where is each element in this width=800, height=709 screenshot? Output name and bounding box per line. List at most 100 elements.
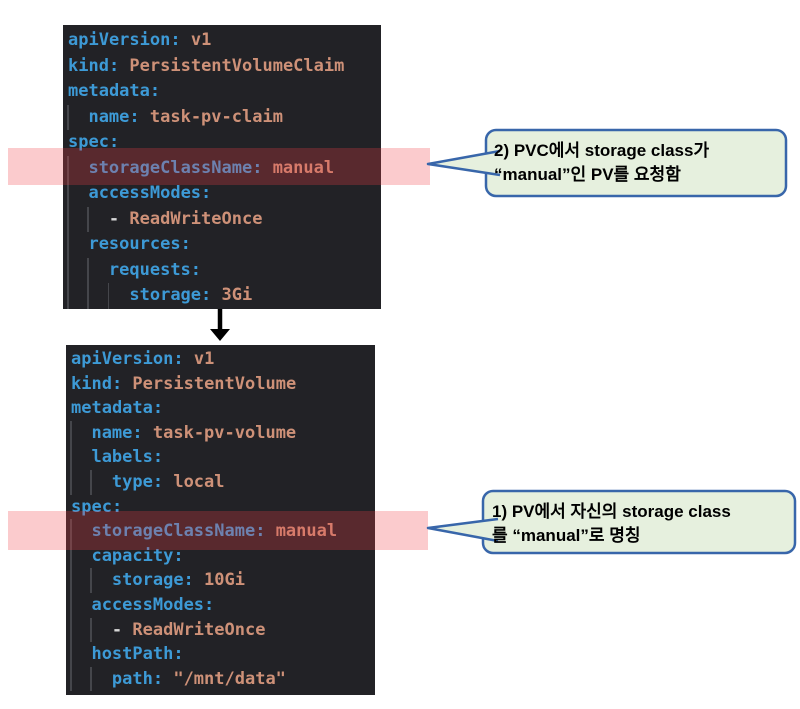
indent-guide bbox=[90, 666, 92, 692]
code-text: kind: PersistentVolumeClaim bbox=[63, 54, 344, 80]
yaml-key: capacity: bbox=[91, 545, 184, 566]
code-line: storageClassName: manual bbox=[66, 519, 375, 544]
indent-guide bbox=[70, 519, 72, 544]
code-text: apiVersion: v1 bbox=[66, 347, 214, 372]
code-text: name: task-pv-volume bbox=[66, 421, 296, 446]
yaml-key: resources: bbox=[88, 234, 191, 254]
indent-guide bbox=[70, 469, 72, 495]
code-line: labels: bbox=[66, 445, 375, 470]
code-text: storageClassName: manual bbox=[63, 156, 334, 182]
code-line: spec: bbox=[63, 130, 381, 156]
indent-guide bbox=[70, 543, 72, 569]
indent-guide bbox=[67, 206, 69, 232]
indent-guide bbox=[67, 181, 69, 207]
indent-guide bbox=[87, 206, 89, 232]
code-text: storage: 3Gi bbox=[63, 283, 252, 309]
indent-guide bbox=[90, 568, 92, 593]
code-line: type: local bbox=[66, 469, 375, 495]
code-text: - ReadWriteOnce bbox=[66, 618, 266, 643]
yaml-dash: - bbox=[111, 619, 123, 640]
yaml-key: storageClassName: bbox=[91, 521, 266, 542]
indent-guide bbox=[67, 155, 69, 181]
yaml-key: accessModes: bbox=[88, 183, 212, 203]
yaml-key: hostPath: bbox=[91, 644, 184, 665]
code-line: accessModes: bbox=[63, 181, 381, 207]
code-text: accessModes: bbox=[63, 181, 211, 207]
indent-guide bbox=[70, 568, 72, 593]
yaml-value: manual bbox=[265, 521, 338, 542]
yaml-value: ReadWriteOnce bbox=[122, 619, 266, 640]
code-text: path: "/mnt/data" bbox=[66, 667, 286, 692]
yaml-key: spec: bbox=[68, 132, 120, 152]
code-line: apiVersion: v1 bbox=[66, 347, 375, 372]
yaml-value: local bbox=[163, 471, 225, 492]
code-text: spec: bbox=[63, 130, 119, 156]
indent-guide bbox=[70, 420, 72, 446]
callout-text-pvc: 2) PVC에서 storage class가 “manual”인 PV를 요청… bbox=[494, 139, 709, 186]
code-line: name: task-pv-claim bbox=[63, 104, 381, 131]
yaml-key: apiVersion: bbox=[68, 30, 181, 50]
code-line: path: "/mnt/data" bbox=[66, 666, 375, 692]
code-line: kind: PersistentVolume bbox=[66, 372, 375, 397]
indent-guide bbox=[90, 617, 92, 643]
yaml-value: 10Gi bbox=[193, 570, 245, 591]
yaml-key: apiVersion: bbox=[71, 349, 184, 369]
callout-line: 2) PVC에서 storage class가 bbox=[494, 141, 710, 160]
indent-guide bbox=[70, 666, 72, 692]
code-text: capacity: bbox=[66, 544, 184, 569]
yaml-key: spec: bbox=[71, 496, 123, 517]
indent-guide bbox=[107, 283, 110, 309]
indent-guide bbox=[67, 232, 69, 258]
yaml-key: requests: bbox=[108, 259, 202, 280]
indent-guide bbox=[70, 592, 72, 618]
yaml-dash: - bbox=[108, 208, 120, 229]
yaml-key: type: bbox=[111, 471, 164, 492]
code-line: - ReadWriteOnce bbox=[63, 206, 381, 232]
callout-line: 1) PV에서 자신의 storage class bbox=[492, 502, 731, 521]
indent-guide bbox=[87, 257, 89, 283]
code-text: resources: bbox=[63, 232, 191, 258]
indent-guide bbox=[67, 257, 69, 283]
code-line: apiVersion: v1 bbox=[63, 28, 381, 54]
yaml-key: path: bbox=[111, 668, 164, 689]
indent-guide bbox=[70, 642, 72, 667]
indent-guide bbox=[67, 283, 69, 309]
code-text: metadata: bbox=[66, 396, 163, 421]
code-line: requests: bbox=[63, 257, 381, 284]
code-line: hostPath: bbox=[66, 642, 375, 667]
yaml-key: metadata: bbox=[71, 398, 164, 419]
code-line: spec: bbox=[66, 495, 375, 520]
yaml-value: 3Gi bbox=[211, 285, 253, 305]
code-text: requests: bbox=[63, 258, 201, 284]
indent-guide bbox=[90, 469, 92, 495]
code-line: accessModes: bbox=[66, 592, 375, 618]
code-line: storage: 10Gi bbox=[66, 568, 375, 593]
code-text: apiVersion: v1 bbox=[63, 28, 211, 54]
yaml-key: metadata: bbox=[68, 81, 161, 101]
callout-tail-border bbox=[426, 149, 501, 177]
callout-text-pv: 1) PV에서 자신의 storage class 를 “manual”로 명칭 bbox=[492, 500, 731, 547]
yaml-value: task-pv-claim bbox=[139, 106, 283, 127]
indent-guide bbox=[87, 283, 89, 309]
code-line: name: task-pv-volume bbox=[66, 420, 375, 446]
yaml-key: kind: bbox=[68, 55, 120, 76]
callout-tail bbox=[428, 519, 498, 541]
yaml-key: storage: bbox=[111, 570, 194, 591]
code-line: metadata: bbox=[66, 396, 375, 421]
callout-tail bbox=[428, 151, 500, 175]
code-text: storageClassName: manual bbox=[66, 519, 337, 544]
yaml-key: name: bbox=[91, 422, 143, 443]
yaml-value: task-pv-volume bbox=[142, 422, 297, 443]
code-text: hostPath: bbox=[66, 642, 184, 667]
code-text: name: task-pv-claim bbox=[63, 105, 283, 131]
yaml-value: v1 bbox=[183, 349, 215, 369]
code-text: storage: 10Gi bbox=[66, 568, 245, 593]
yaml-key: name: bbox=[88, 106, 140, 127]
code-line: - ReadWriteOnce bbox=[66, 617, 375, 643]
yaml-value: "/mnt/data" bbox=[163, 668, 286, 689]
yaml-value: PersistentVolumeClaim bbox=[119, 55, 345, 76]
code-text: kind: PersistentVolume bbox=[66, 372, 296, 397]
callout-bubble-pvc bbox=[426, 128, 788, 198]
